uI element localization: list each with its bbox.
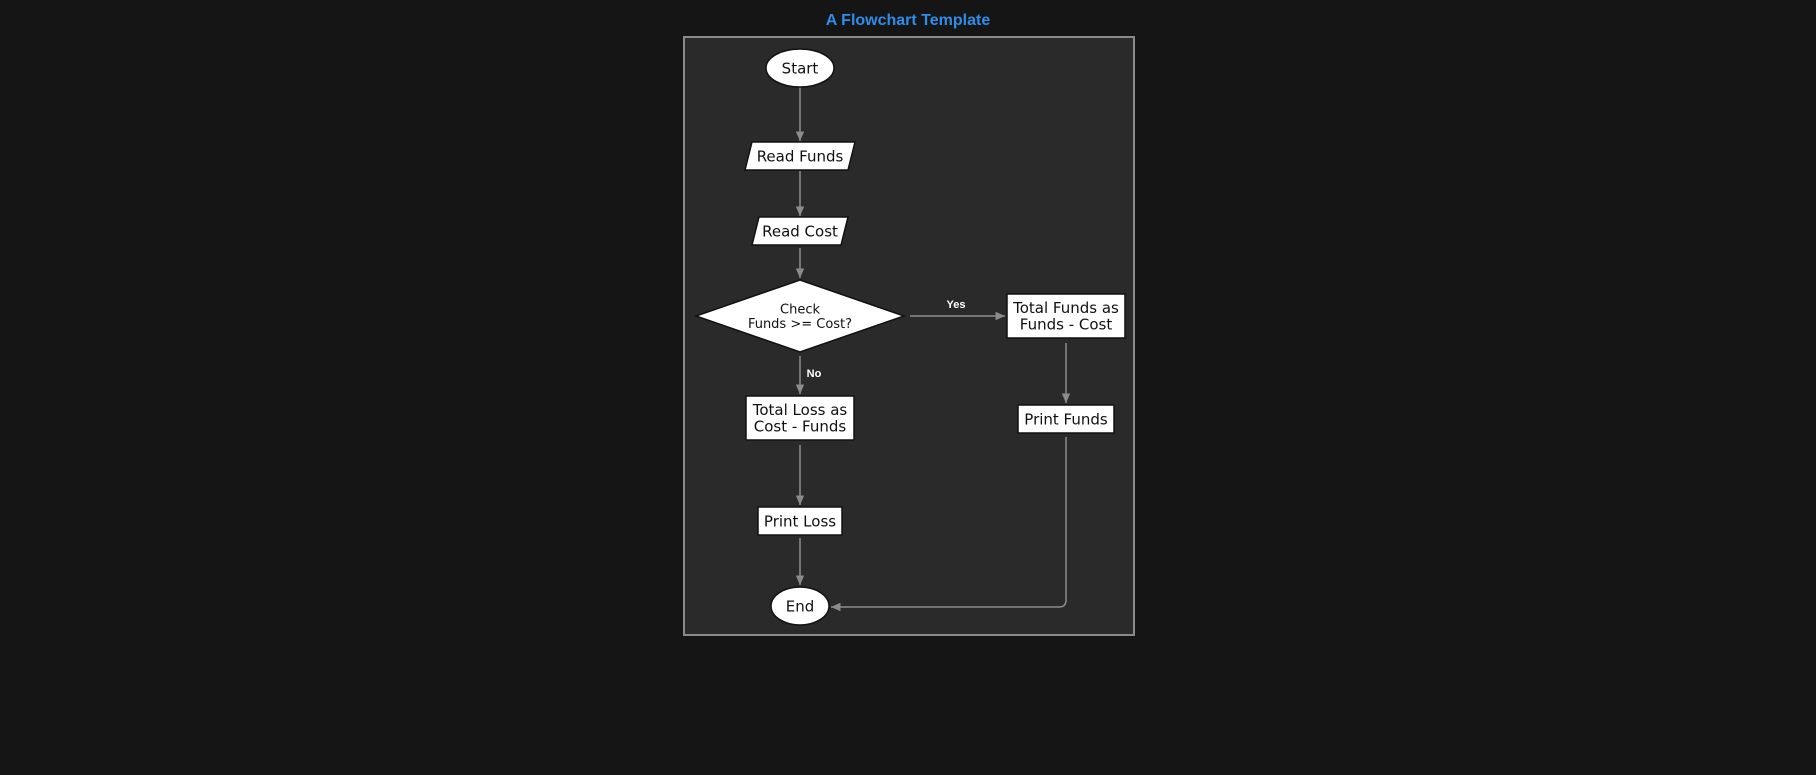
node-print-funds: Print Funds xyxy=(1017,404,1115,434)
diagram-title: A Flowchart Template xyxy=(825,12,991,29)
node-label: Start xyxy=(782,59,819,77)
data-shape xyxy=(751,216,849,246)
node-label: End xyxy=(786,597,815,615)
process-shape xyxy=(1006,293,1126,339)
node-print-loss: Print Loss xyxy=(757,506,843,536)
node-label: Read Cost xyxy=(762,222,838,240)
terminal-shape xyxy=(765,48,835,88)
process-shape xyxy=(745,395,855,441)
edge-label-yes: Yes xyxy=(947,299,966,311)
terminal-shape xyxy=(770,586,830,626)
node-label: Check xyxy=(780,303,820,318)
node-label: Print Loss xyxy=(764,512,836,530)
node-read-cost: Read Cost xyxy=(751,216,849,246)
node-label: Total Funds as xyxy=(1012,299,1119,317)
decision-shape xyxy=(693,279,907,353)
node-read-funds: Read Funds xyxy=(744,141,856,171)
node-start: Start xyxy=(765,48,835,88)
process-shape xyxy=(757,506,843,536)
node-label: Total Loss as xyxy=(752,401,848,419)
data-shape xyxy=(744,141,856,171)
node-end: End xyxy=(770,586,830,626)
node-label: Funds >= Cost? xyxy=(748,317,852,332)
node-label: Print Funds xyxy=(1024,410,1108,428)
edge-print-funds-to-end xyxy=(831,437,1067,612)
node-label: Read Funds xyxy=(757,147,844,165)
edge-label-no: No xyxy=(807,368,822,380)
node-label: Funds - Cost xyxy=(1020,316,1113,334)
process-shape xyxy=(1017,404,1115,434)
node-label: Cost - Funds xyxy=(754,418,847,436)
